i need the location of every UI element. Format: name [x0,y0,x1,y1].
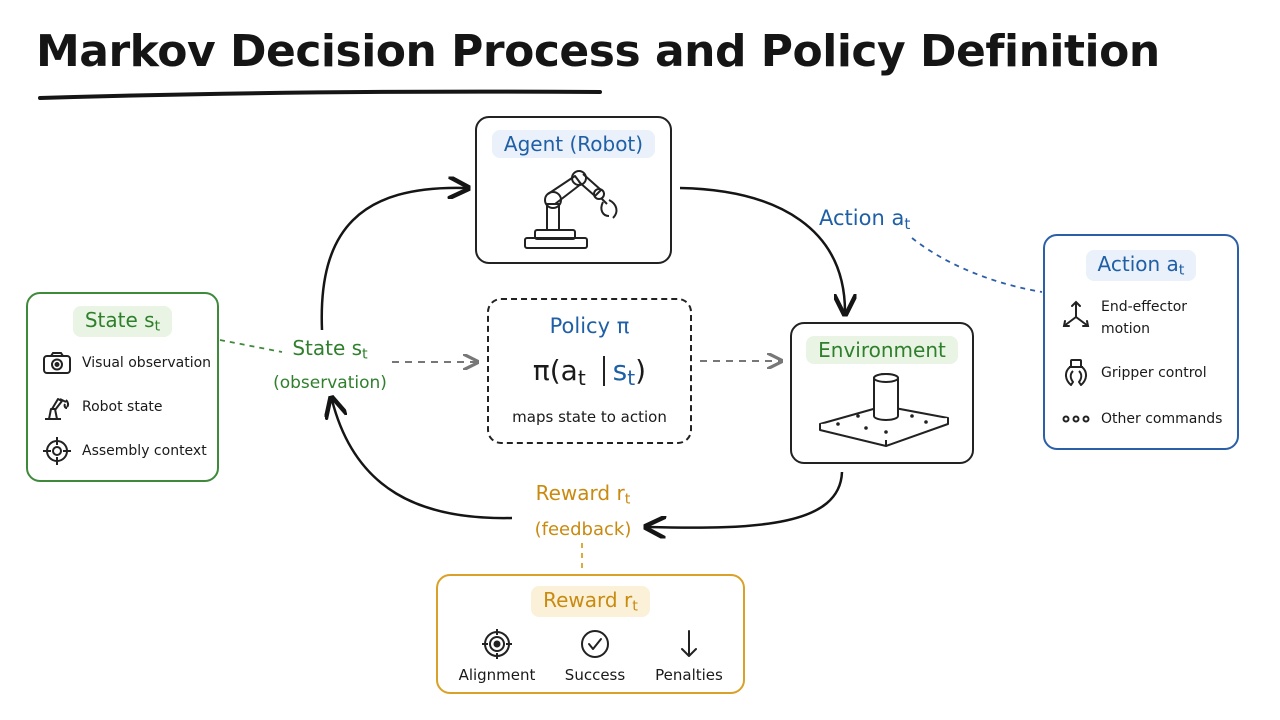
crosshair-icon [43,437,71,465]
down-arrow-icon [681,630,697,657]
environment-box: Environment [790,322,974,464]
reward-item-penalties: Penalties [644,624,734,684]
check-circle-icon [581,630,609,658]
arrow-agent-to-environment [679,186,845,312]
robot-arm-icon [524,170,618,249]
reward-panel-title: Reward rt [531,586,650,617]
arrow-state-to-agent [320,188,466,331]
reward-item-alignment: Alignment [452,624,542,684]
robot-arm-icon [45,398,70,420]
agent-title: Agent (Robot) [491,130,656,158]
policy-formula: π(at st) [532,354,647,391]
arrow-reward-to-state [332,400,513,520]
list-item: Visual observation [40,348,211,378]
action-label: Action at [819,206,911,233]
policy-title: Policy π [549,314,630,338]
connector-state-panel [219,339,283,353]
connector-action-panel [911,237,1043,293]
environment-title: Environment [806,336,958,364]
diagram-title: Markov Decision Process and Policy Defin… [36,26,1160,77]
state-panel-title: State st [72,306,173,337]
state-label: State st (observation) [273,336,387,393]
reward-label: Reward rt (feedback) [534,481,632,540]
camera-icon [43,352,71,374]
list-item: Robot state [40,392,163,422]
gripper-icon [1065,359,1087,386]
policy-caption: maps state to action [512,408,667,426]
list-item: Assembly context [40,436,207,466]
axes-icon [1062,300,1090,327]
action-panel-title: Action at [1085,250,1197,281]
reward-item-success: Success [550,624,640,684]
list-item: Other commands [1059,404,1222,434]
title-underline [38,89,602,100]
dots-icon [1062,415,1090,423]
arrow-environment-to-reward [648,471,844,528]
target-icon [482,629,512,659]
policy-box: Policy π π(at st) maps state to action [487,298,692,444]
state-panel: State st Visual observation Robot state … [26,292,219,482]
assembly-plate-icon [819,373,949,447]
reward-panel: Reward rt Alignment Success Penalties [436,574,745,694]
agent-box: Agent (Robot) [475,116,672,264]
list-item: Gripper control [1059,358,1207,388]
